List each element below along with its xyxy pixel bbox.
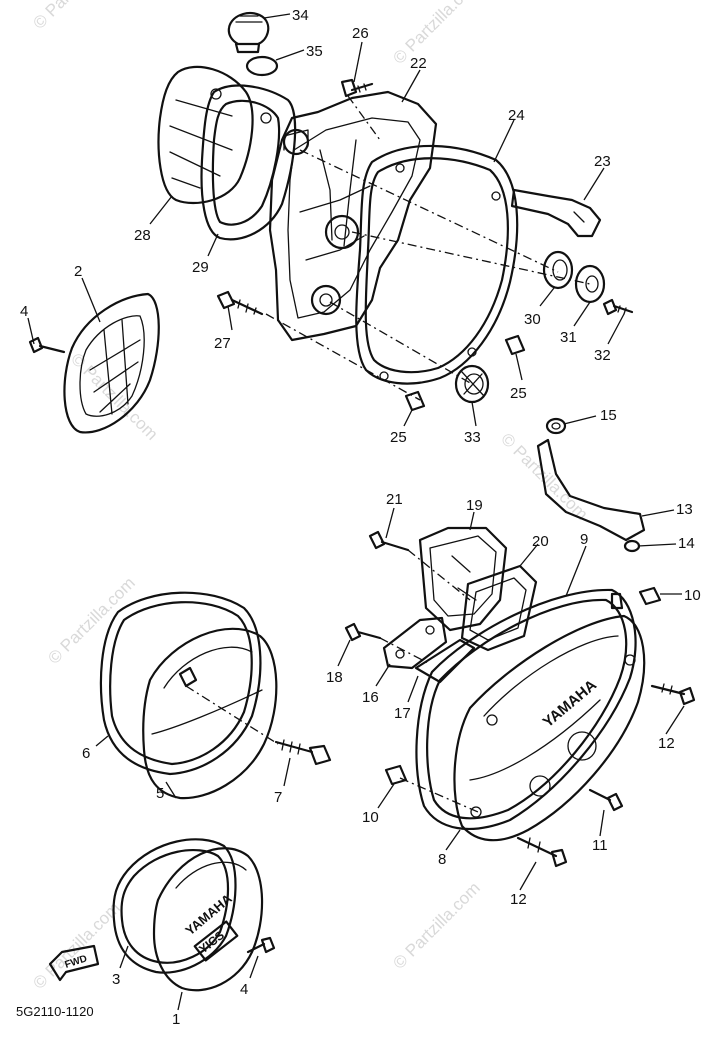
callout-label: 25 bbox=[390, 429, 407, 446]
watermark: © Partzilla.com bbox=[389, 878, 483, 972]
bolt-27 bbox=[216, 290, 264, 316]
callout-label: 27 bbox=[214, 335, 231, 352]
callout-labels: 34 35 26 22 24 23 28 29 2 4 27 30 31 32 … bbox=[20, 7, 701, 1028]
callout-label: 32 bbox=[594, 347, 611, 364]
callout-label: 16 bbox=[362, 689, 379, 706]
callout-label: 1 bbox=[172, 1011, 180, 1028]
dowel-pin-25 bbox=[404, 390, 426, 412]
callout-label: 9 bbox=[580, 531, 588, 548]
callout-label: 29 bbox=[192, 259, 209, 276]
callout-label: 12 bbox=[510, 891, 527, 908]
callout-label: 4 bbox=[240, 981, 248, 998]
watermark: © Partzilla.com bbox=[29, 0, 123, 33]
callout-label: 31 bbox=[560, 329, 577, 346]
callout-label: 13 bbox=[676, 501, 693, 518]
bolt-18 bbox=[344, 622, 382, 642]
watermark: © Partzilla.com bbox=[389, 0, 483, 68]
callout-label: 21 bbox=[386, 491, 403, 508]
bolt-12 bbox=[516, 836, 568, 868]
leader-lines bbox=[27, 13, 685, 1011]
watermark: © Partzilla.com bbox=[29, 898, 123, 992]
sight-window-33 bbox=[454, 364, 490, 404]
gasket-29 bbox=[200, 84, 297, 241]
cover-2 bbox=[63, 292, 160, 434]
duct-19 bbox=[418, 526, 508, 632]
bolt-11 bbox=[588, 788, 624, 812]
watermark: © Partzilla.com bbox=[497, 429, 591, 523]
o-ring-35 bbox=[245, 55, 279, 77]
callout-label: 15 bbox=[600, 407, 617, 424]
bracket-17 bbox=[414, 638, 476, 684]
callout-label: 23 bbox=[594, 153, 611, 170]
oil-filler-cap-34 bbox=[227, 11, 270, 54]
callout-label: 20 bbox=[532, 533, 549, 550]
bolt-32 bbox=[602, 298, 634, 316]
bolt-21 bbox=[368, 530, 410, 552]
hose-13 bbox=[536, 438, 646, 542]
bracket-16 bbox=[382, 616, 448, 670]
oil-seal-30 bbox=[542, 250, 574, 290]
washer-31 bbox=[574, 264, 606, 304]
assembly-line-5-7 bbox=[185, 685, 279, 745]
callout-label: 17 bbox=[394, 705, 411, 722]
bolt-4 bbox=[28, 336, 66, 354]
clamp-14 bbox=[623, 539, 641, 553]
callout-label: 5 bbox=[156, 785, 164, 802]
callout-label: 28 bbox=[134, 227, 151, 244]
clamp-15 bbox=[545, 417, 567, 435]
yics-badge-text: YICS bbox=[196, 928, 227, 956]
gasket-24 bbox=[355, 144, 519, 385]
callout-label: 4 bbox=[20, 303, 28, 320]
callout-label: 30 bbox=[524, 311, 541, 328]
grommet-10 bbox=[638, 586, 662, 606]
assembly-lines-lower bbox=[379, 549, 479, 813]
callout-label: 33 bbox=[464, 429, 481, 446]
callout-label: 18 bbox=[326, 669, 343, 686]
callout-label: 10 bbox=[362, 809, 379, 826]
cover-5 bbox=[142, 627, 278, 800]
dowel-pin-25 bbox=[504, 334, 526, 356]
callout-label: 34 bbox=[292, 7, 309, 24]
watermark-group: © Partzilla.com © Partzilla.com © Partzi… bbox=[29, 0, 591, 993]
callout-label: 25 bbox=[510, 385, 527, 402]
callout-label: 26 bbox=[352, 25, 369, 42]
callout-label: 19 bbox=[466, 497, 483, 514]
callout-label: 7 bbox=[274, 789, 282, 806]
gasket-6 bbox=[99, 591, 262, 776]
callout-label: 14 bbox=[678, 535, 695, 552]
grommet-10 bbox=[384, 764, 408, 786]
callout-label: 22 bbox=[410, 55, 427, 72]
reference-code: 5G2110-1120 bbox=[16, 1004, 94, 1019]
callout-label: 11 bbox=[592, 837, 608, 854]
callout-label: 12 bbox=[658, 735, 675, 752]
callout-label: 10 bbox=[684, 587, 701, 604]
cover-1: YAMAHA YICS bbox=[152, 847, 264, 992]
callout-label: 3 bbox=[112, 971, 120, 988]
assembly-lines-upper bbox=[265, 95, 591, 401]
callout-label: 35 bbox=[306, 43, 323, 60]
gasket-28 bbox=[157, 65, 254, 205]
bolt-4 bbox=[246, 936, 276, 954]
bracket-23 bbox=[510, 188, 602, 238]
callout-label: 6 bbox=[82, 745, 90, 762]
crankcase-cover-22 bbox=[268, 90, 438, 342]
bolt-12 bbox=[650, 683, 696, 706]
callout-label: 24 bbox=[508, 107, 525, 124]
callout-label: 8 bbox=[438, 851, 446, 868]
callout-label: 2 bbox=[74, 263, 82, 280]
bolt-7 bbox=[274, 739, 332, 766]
yamaha-brand-text: YAMAHA bbox=[540, 677, 600, 732]
bolt-26 bbox=[340, 78, 374, 98]
